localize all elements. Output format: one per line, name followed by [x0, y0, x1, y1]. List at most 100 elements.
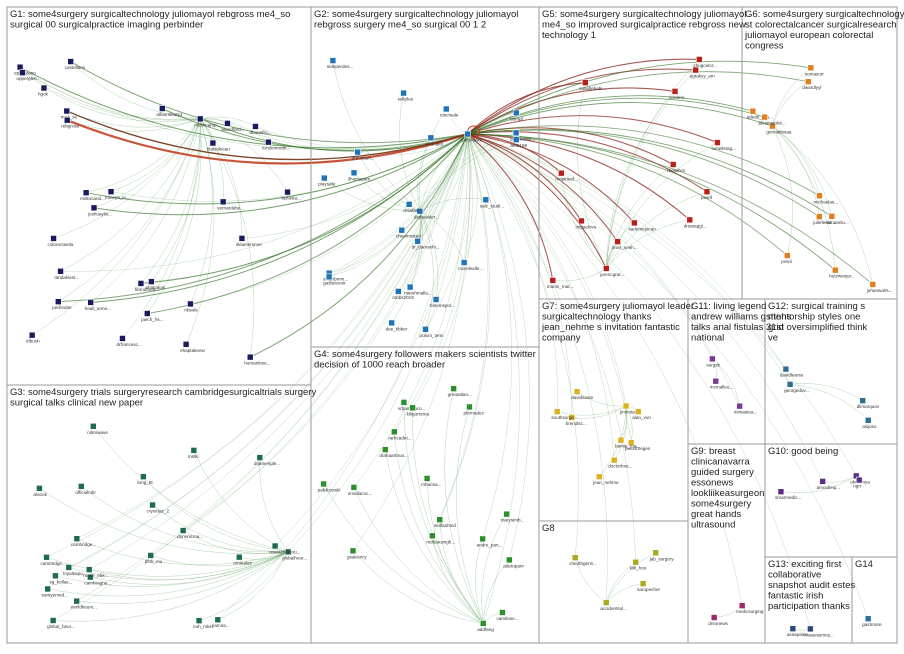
node-label: drsonews: [708, 621, 728, 626]
node-label: perbinder: [52, 305, 72, 310]
node-label: gennatbwaa: [766, 130, 791, 135]
node-label: londonmoth...: [262, 146, 290, 151]
group-label-line: G8: [542, 523, 555, 534]
node-label: nuh_mks: [193, 624, 212, 629]
node-avatar: [817, 193, 823, 199]
group-label-line: G3: some4surgery trials surgeryresearch …: [10, 387, 316, 398]
node-label: ioscrsale: [440, 112, 459, 117]
node-avatar: [611, 457, 617, 463]
node-avatar: [623, 403, 629, 409]
node-avatar: [220, 199, 226, 205]
node-avatar: [713, 378, 719, 384]
node-label: jaech_hs...: [140, 317, 163, 322]
node-avatar: [433, 296, 439, 302]
node-avatar: [90, 423, 96, 429]
node-label: jab_surgery: [649, 556, 675, 561]
node-label: sademejocan: [628, 226, 656, 231]
node-avatar: [401, 399, 407, 405]
node-avatar: [58, 268, 64, 274]
group-label-line: mentorship styles one: [768, 312, 860, 323]
node-avatar: [504, 511, 510, 517]
group-label-line: essonews: [691, 478, 733, 489]
node-label: dee_tibber: [386, 326, 408, 331]
node-label: dlimarquez: [857, 404, 880, 409]
node-avatar: [704, 189, 710, 195]
node-avatar: [865, 417, 871, 423]
node-label: drjamesgle...: [254, 461, 280, 466]
node-label: sklaelemmer: [236, 242, 263, 247]
node-label: dr_damsehi...: [412, 245, 440, 250]
node-label: smarmedic...: [775, 495, 801, 500]
node-avatar: [382, 447, 388, 453]
node-label: rumaanlu...: [826, 220, 849, 225]
node-avatar: [870, 281, 876, 287]
group-label-line: G6: some4surgery surgicaltechnology colo…: [745, 9, 904, 20]
node-avatar: [210, 140, 216, 146]
node-avatar: [91, 205, 97, 211]
node-avatar: [513, 137, 519, 143]
node-avatar: [321, 481, 327, 487]
node-label: jonmcgrat...: [599, 272, 624, 277]
node-label: neilfashmd: [434, 523, 457, 528]
node-label: pfernadez: [463, 410, 484, 415]
node-avatar: [406, 201, 412, 207]
node-label: global_heur...: [47, 624, 75, 629]
node-label: mcmalleu...: [710, 385, 734, 390]
node-label: davidsaam: [571, 395, 593, 400]
node-label: pafukowski: [318, 487, 341, 492]
group-label-line: guided surgery: [691, 467, 754, 478]
node-avatar: [762, 114, 768, 120]
node-avatar: [640, 581, 646, 587]
node-avatar: [78, 483, 84, 489]
node-avatar: [603, 600, 609, 606]
node-label: joshuaylw...: [87, 211, 112, 216]
node-avatar: [159, 105, 165, 111]
node-avatar: [711, 615, 717, 621]
group-label-line: G9: breast: [691, 446, 736, 457]
node-avatar: [44, 554, 50, 560]
node-label: andre_pan...: [477, 542, 503, 547]
node-avatar: [389, 320, 395, 326]
node-avatar: [558, 170, 564, 176]
node-label: doctorbos...: [608, 464, 632, 469]
node-label: michaelas...: [814, 199, 839, 204]
node-label: dominicma...: [177, 534, 203, 539]
node-avatar: [816, 214, 822, 220]
node-label: juliomayol: [461, 138, 482, 143]
node-avatar: [17, 64, 23, 70]
group-label-line: great hands: [691, 509, 741, 520]
node-avatar: [330, 58, 336, 64]
node-label: hutzwenjer...: [829, 274, 855, 279]
node-label: kiligurrema: [407, 411, 430, 416]
node-label: bloemspol...: [430, 303, 455, 308]
node-label: pasrif: [701, 195, 713, 200]
node-label: blandford...: [221, 127, 244, 132]
node-label: addfang: [477, 627, 494, 632]
node-avatar: [784, 253, 790, 259]
group-label-line: congress: [745, 41, 784, 52]
node-label: cheamnsted: [396, 234, 421, 239]
node-avatar: [778, 489, 784, 495]
group-label-line: rebgross surgery me4_so surgical 00 1 2: [314, 20, 486, 31]
group-label-line: G5: some4surgery surgicaltechnology juli…: [542, 9, 746, 20]
node-label: nbsole: [184, 307, 198, 312]
node-label: ndimwave: [87, 430, 108, 435]
node-label: greatatlan...: [448, 392, 472, 397]
node-label: bmg_ttt: [137, 480, 153, 485]
node-label: chugcelor...: [693, 63, 717, 68]
group-label-line: juliomayol european colorectal: [744, 30, 873, 41]
node-avatar: [739, 603, 745, 609]
node-label: camiloso...: [496, 616, 518, 621]
node-avatar: [582, 80, 588, 86]
node-label: dbuunfro...: [249, 130, 271, 135]
node-avatar: [74, 598, 80, 604]
node-label: southsurge...: [551, 415, 578, 420]
node-label: reseachthcou...: [269, 549, 300, 554]
node-label: mineya_in...: [105, 195, 130, 200]
group-label-line: grid oversimplified think: [768, 322, 868, 333]
node-label: davidlearse: [780, 373, 804, 378]
node-label: bsmpf...: [510, 116, 526, 121]
node-avatar: [148, 279, 154, 285]
node-label: alan_vun: [632, 415, 651, 420]
group-label-line: ultrasound: [691, 520, 735, 531]
